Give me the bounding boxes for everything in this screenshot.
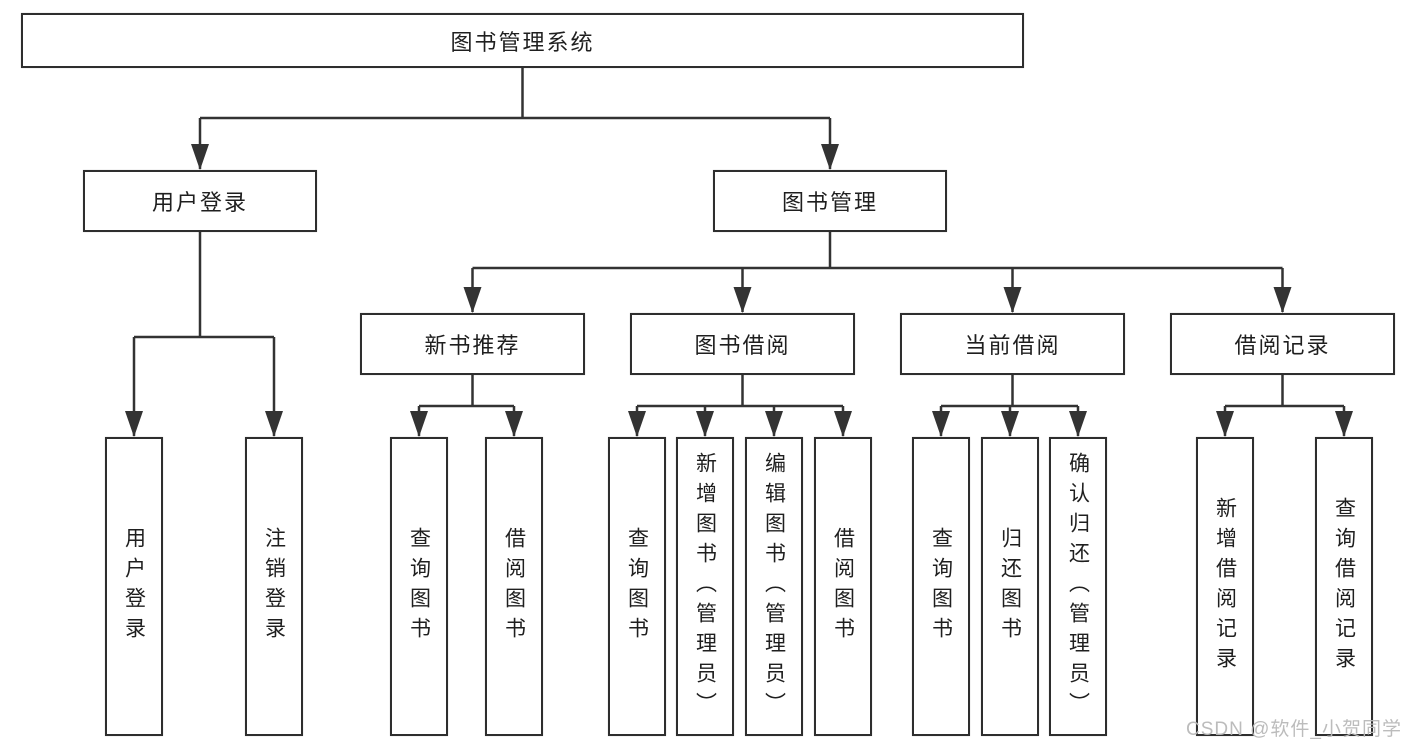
node-borrow-books-recommend: 借阅图书	[485, 437, 543, 736]
node-label: 当前借阅	[964, 333, 1061, 358]
node-new-book-recommendation: 新书推荐	[360, 313, 585, 375]
node-return-books: 归还图书	[981, 437, 1039, 736]
node-label: 新书推荐	[424, 333, 521, 358]
node-user-login: 用户登录	[105, 437, 163, 736]
node-label: 图书管理系统	[450, 29, 595, 55]
node-label: 确认归还（管理员）	[1066, 451, 1090, 722]
node-label: 查询图书	[625, 526, 649, 647]
node-label: 新增图书（管理员）	[693, 451, 717, 722]
node-library-management-system: 图书管理系统	[21, 13, 1024, 68]
node-query-books-current: 查询图书	[912, 437, 970, 736]
node-label: 图书借阅	[694, 333, 791, 358]
node-label: 借阅图书	[831, 526, 855, 647]
node-label: 查询图书	[407, 526, 431, 647]
node-label: 新增借阅记录	[1213, 496, 1237, 677]
node-borrowing-records: 借阅记录	[1170, 313, 1395, 375]
node-add-borrow-record: 新增借阅记录	[1196, 437, 1254, 736]
node-edit-books-admin: 编辑图书（管理员）	[745, 437, 803, 736]
node-label: 归还图书	[998, 526, 1022, 647]
node-label: 编辑图书（管理员）	[762, 451, 786, 722]
node-book-borrowing: 图书借阅	[630, 313, 855, 375]
node-borrow-books: 借阅图书	[814, 437, 872, 736]
node-label: 查询借阅记录	[1332, 496, 1356, 677]
node-query-books-borrowing: 查询图书	[608, 437, 666, 736]
node-query-borrow-record: 查询借阅记录	[1315, 437, 1373, 736]
node-label: 借阅记录	[1234, 333, 1331, 358]
node-user-login-branch: 用户登录	[83, 170, 317, 232]
node-logout: 注销登录	[245, 437, 303, 736]
node-label: 图书管理	[781, 190, 878, 215]
watermark: CSDN @软件_小贺同学	[1186, 719, 1402, 740]
node-current-borrowing: 当前借阅	[900, 313, 1125, 375]
node-label: 注销登录	[262, 526, 286, 647]
node-label: 查询图书	[929, 526, 953, 647]
node-book-management: 图书管理	[713, 170, 947, 232]
node-label: 借阅图书	[502, 526, 526, 647]
node-add-books-admin: 新增图书（管理员）	[676, 437, 734, 736]
node-label: 用户登录	[151, 190, 248, 215]
node-label: 用户登录	[122, 526, 146, 647]
node-query-books-recommend: 查询图书	[390, 437, 448, 736]
node-confirm-return-admin: 确认归还（管理员）	[1049, 437, 1107, 736]
